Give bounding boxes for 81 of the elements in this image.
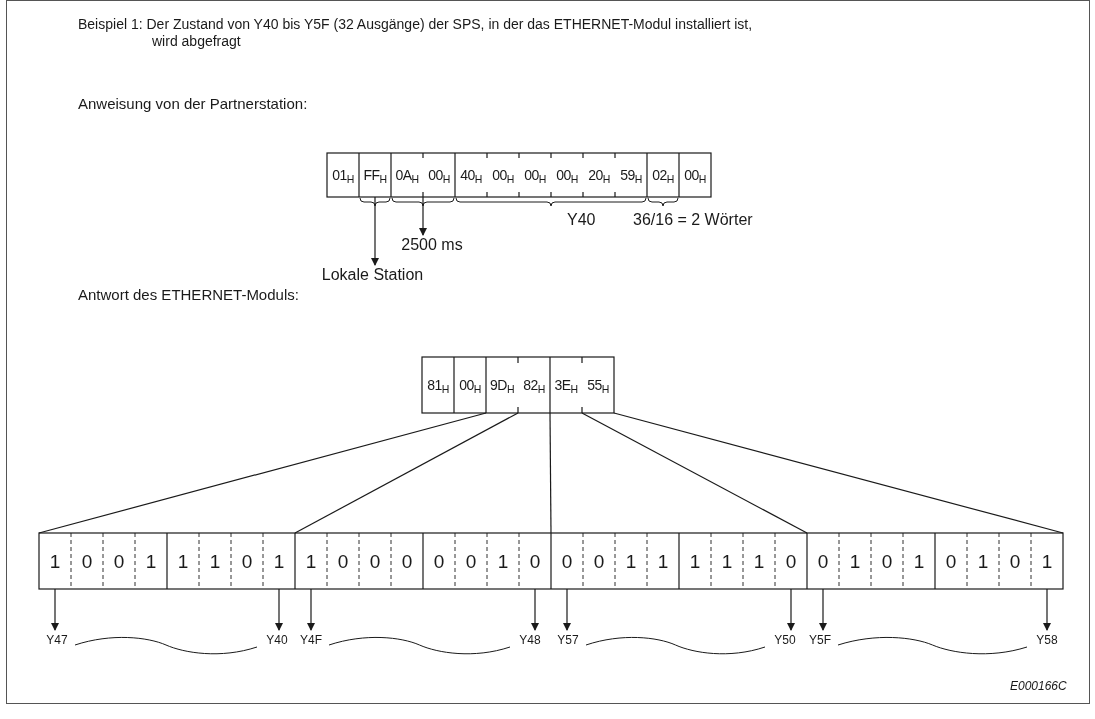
hex-byte: 55$_{H}$ — [582, 357, 614, 413]
annotation-text: 2500 ms — [392, 235, 472, 255]
arrow — [531, 588, 539, 631]
bit-value: 0 — [423, 533, 455, 589]
bit-value: 0 — [807, 533, 839, 589]
hex-byte: 00$_{H}$ — [551, 153, 583, 197]
arrow — [371, 196, 379, 266]
projection-line — [38, 412, 487, 534]
bit-value: 1 — [967, 533, 999, 589]
output-address: Y48 — [512, 630, 548, 650]
bit-value: 1 — [1031, 533, 1063, 589]
bit-value: 0 — [519, 533, 551, 589]
arrow — [419, 196, 427, 236]
output-address: Y4F — [293, 630, 329, 650]
bit-value: 0 — [391, 533, 423, 589]
bit-value: 1 — [743, 533, 775, 589]
bit-value: 1 — [167, 533, 199, 589]
hex-byte: 01$_{H}$ — [327, 153, 359, 197]
figure-code: E000166C — [1010, 678, 1067, 695]
arrow — [275, 588, 283, 631]
bit-value: 0 — [231, 533, 263, 589]
bit-value: 1 — [711, 533, 743, 589]
output-address: Y47 — [39, 630, 75, 650]
section-heading: Antwort des ETHERNET-Moduls: — [78, 285, 299, 305]
bit-value: 0 — [327, 533, 359, 589]
output-address: Y40 — [259, 630, 295, 650]
annotation-text: 36/16 = 2 Wörter — [633, 210, 753, 230]
bit-value: 1 — [487, 533, 519, 589]
bit-value: 0 — [775, 533, 807, 589]
projection-line — [613, 412, 1064, 534]
hex-byte: 00$_{H}$ — [679, 153, 711, 197]
arrow — [307, 588, 315, 631]
hex-byte: FF$_{H}$ — [359, 153, 391, 197]
arrow — [819, 588, 827, 631]
hex-byte: 00$_{H}$ — [423, 153, 455, 197]
bit-value: 0 — [871, 533, 903, 589]
bit-value: 1 — [679, 533, 711, 589]
annotation-text: Y40 — [567, 210, 596, 230]
hex-byte: 00$_{H}$ — [519, 153, 551, 197]
hex-byte: 00$_{H}$ — [487, 153, 519, 197]
output-address: Y58 — [1029, 630, 1065, 650]
bit-value: 0 — [999, 533, 1031, 589]
hex-byte: 00$_{H}$ — [454, 357, 486, 413]
arrow — [51, 588, 59, 631]
hex-byte: 20$_{H}$ — [583, 153, 615, 197]
hex-byte: 40$_{H}$ — [455, 153, 487, 197]
bit-value: 1 — [903, 533, 935, 589]
bit-value: 0 — [71, 533, 103, 589]
bit-value: 0 — [103, 533, 135, 589]
bit-value: 1 — [39, 533, 71, 589]
bit-value: 1 — [135, 533, 167, 589]
hex-byte: 9D$_{H}$ — [486, 357, 518, 413]
bit-value: 1 — [295, 533, 327, 589]
bit-value: 1 — [199, 533, 231, 589]
projection-line — [294, 412, 519, 534]
output-address: Y57 — [550, 630, 586, 650]
bit-value: 0 — [551, 533, 583, 589]
bit-value: 1 — [839, 533, 871, 589]
hex-byte: 3E$_{H}$ — [550, 357, 582, 413]
bit-value: 1 — [647, 533, 679, 589]
hex-byte: 02$_{H}$ — [647, 153, 679, 197]
hex-byte: 82$_{H}$ — [518, 357, 550, 413]
title: Beispiel 1: Der Zustand von Y40 bis Y5F (32 Ausgänge) der SPS, in der das ETHERNET-Modul installiert ist, wird abgefragt — [78, 16, 754, 50]
hex-byte: 0A$_{H}$ — [391, 153, 423, 197]
bit-value: 0 — [359, 533, 391, 589]
hex-byte: 59$_{H}$ — [615, 153, 647, 197]
projection-line — [549, 412, 552, 534]
output-address: Y50 — [767, 630, 803, 650]
bit-value: 0 — [455, 533, 487, 589]
arrow — [1043, 588, 1051, 631]
projection-line — [581, 412, 808, 534]
section-heading: Anweisung von der Partnerstation: — [78, 94, 308, 114]
output-address: Y5F — [802, 630, 838, 650]
annotation-text: Lokale Station — [300, 265, 445, 285]
bit-value: 1 — [615, 533, 647, 589]
bit-value: 1 — [263, 533, 295, 589]
arrow — [787, 588, 795, 631]
arrow — [563, 588, 571, 631]
hex-byte: 81$_{H}$ — [422, 357, 454, 413]
bit-value: 0 — [935, 533, 967, 589]
bit-value: 0 — [583, 533, 615, 589]
